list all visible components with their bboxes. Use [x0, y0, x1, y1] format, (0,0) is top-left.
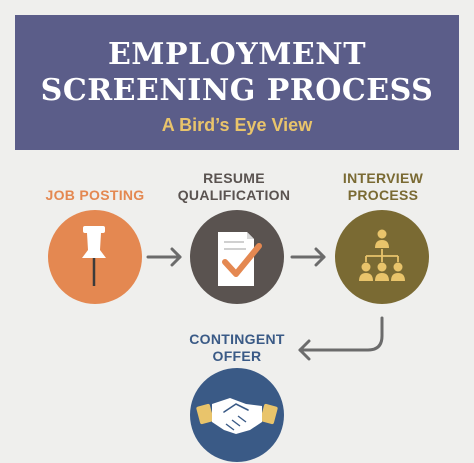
- step-label-interview-process: INTERVIEW PROCESS: [323, 170, 443, 204]
- pushpin-icon: [82, 226, 106, 286]
- step-label-contingent-line2: OFFER: [212, 348, 262, 364]
- arrow-return-icon: [298, 316, 384, 361]
- title-line-2: SCREENING PROCESS: [40, 73, 434, 108]
- arrow-right-icon: [290, 247, 326, 267]
- checklist-icon: [218, 232, 262, 286]
- step-label-resume-line2: QUALIFICATION: [177, 187, 291, 203]
- step-label-interview-line2: PROCESS: [347, 187, 419, 203]
- title-banner: EMPLOYMENT SCREENING PROCESS A Bird’s Ey…: [15, 15, 459, 150]
- step-label-interview-line1: INTERVIEW: [342, 170, 424, 186]
- title-line-1: EMPLOYMENT: [107, 37, 367, 72]
- handshake-icon: [196, 398, 278, 434]
- subtitle: A Bird’s Eye View: [161, 115, 313, 135]
- step-label-contingent-offer: CONTINGENT OFFER: [170, 331, 304, 365]
- org-chart-icon: [359, 229, 405, 281]
- step-label-contingent-line1: CONTINGENT: [189, 331, 285, 347]
- step-label-job-posting-text: JOB POSTING: [45, 187, 145, 203]
- step-label-resume-qualification: RESUME QUALIFICATION: [168, 170, 300, 204]
- step-label-resume-line1: RESUME: [203, 170, 265, 186]
- arrow-right-icon: [146, 247, 182, 267]
- step-label-job-posting: JOB POSTING: [35, 187, 155, 204]
